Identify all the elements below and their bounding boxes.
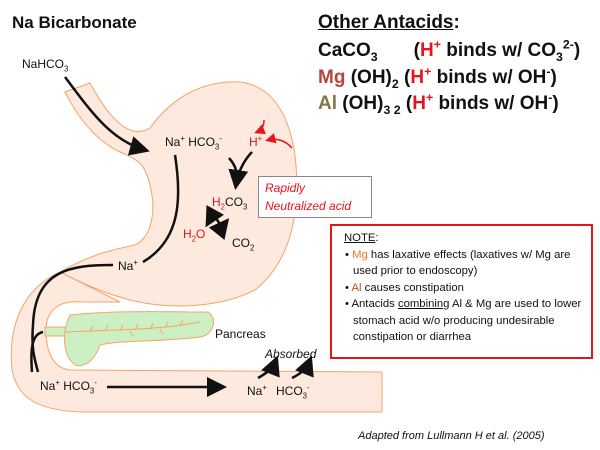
label-na-hco3-stomach: Na+ HCO3-	[165, 134, 222, 152]
note-heading: NOTE:	[344, 232, 379, 244]
acid-arrows	[254, 119, 293, 149]
source-credit: Adapted from Lullmann H et al. (2005)	[358, 430, 545, 442]
note-bullet-combining: • Antacids combining Al & Mg are used to…	[345, 298, 582, 343]
label-hco3-absorbed: HCO3-	[276, 383, 310, 401]
label-h2co3: H2CO3	[212, 195, 248, 212]
note-bullet-mg: • Mg has laxative effects (laxatives w/ …	[345, 248, 571, 278]
note-bullet-al: • Al causes constipation	[345, 281, 464, 294]
pancreas-shape	[44, 311, 215, 367]
rapid-box-line2: Neutralized acid	[265, 199, 352, 213]
intestine-shape	[10, 271, 383, 413]
antacid-row-caco3: CaCO3(H+ binds w/ CO32-)	[318, 37, 581, 64]
antacid-row-mg: Mg (OH)2 (H+ binds w/ OH-)	[318, 64, 557, 91]
antacid-row-al: Al (OH)3 2 (H+ binds w/ OH-)	[318, 90, 559, 117]
page-title: Na Bicarbonate	[12, 13, 137, 32]
note-box: NOTE: • Mg has laxative effects (laxativ…	[330, 224, 593, 359]
label-co2: CO2	[232, 236, 255, 253]
antacids-heading: Other Antacids:	[318, 12, 460, 33]
flow-arrows	[30, 76, 314, 397]
label-nahco3: NaHCO3	[22, 57, 69, 74]
label-absorbed: Absorbed	[265, 347, 317, 361]
label-h-plus: H+	[249, 134, 263, 149]
rapid-box-line1: Rapidly	[265, 181, 306, 195]
label-h2o: H2O	[183, 227, 206, 244]
rapidly-neutralized-box: Rapidly Neutralized acid	[258, 176, 372, 218]
label-pancreas: Pancreas	[215, 327, 266, 341]
label-na-hco3-duodenum: Na+ HCO3-	[40, 378, 97, 396]
label-na-plus: Na+	[118, 258, 138, 273]
label-na-absorbed: Na+	[247, 383, 267, 398]
